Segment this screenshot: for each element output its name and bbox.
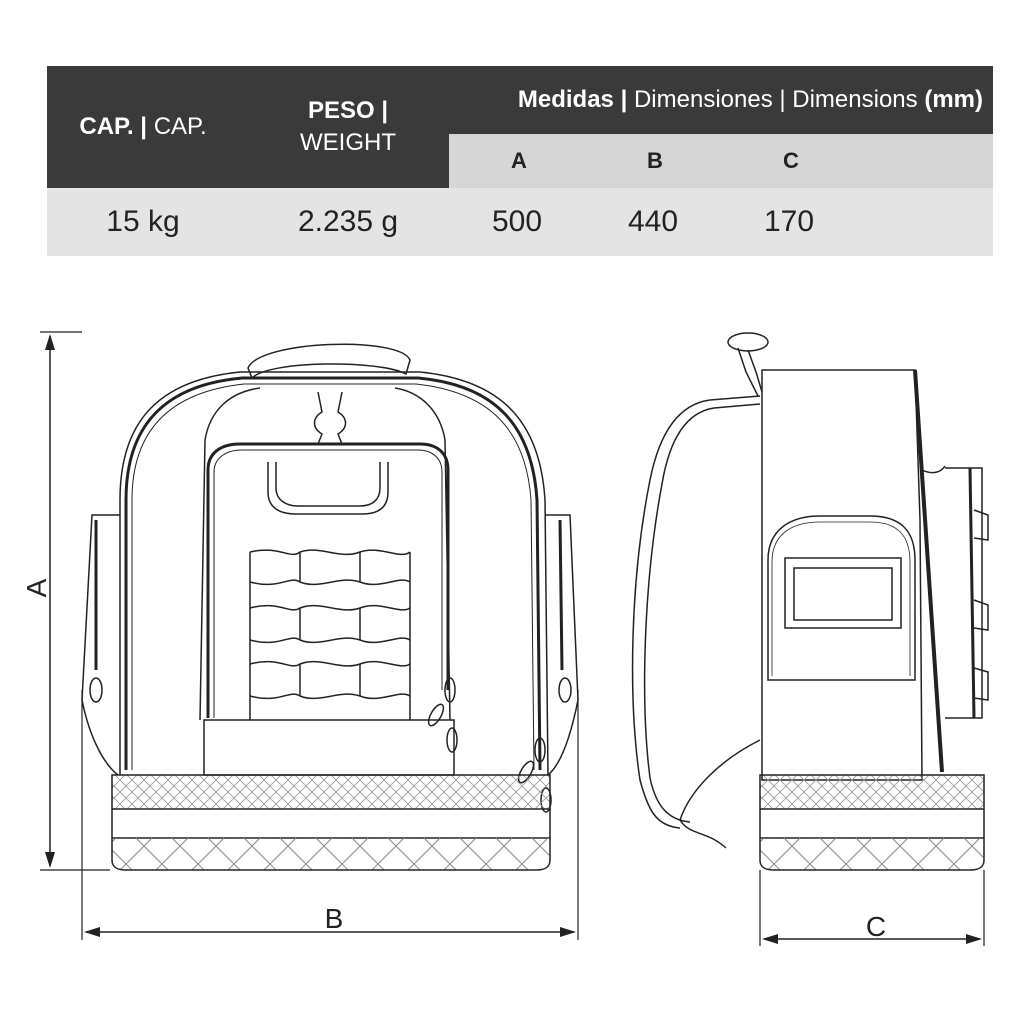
dimensions-header-unit: (mm): [924, 86, 983, 113]
subheader-a: A: [511, 148, 527, 173]
dimension-a-line: A: [21, 331, 110, 871]
dimensions-subheader-row: A B C: [449, 134, 993, 188]
spec-table: CAP. | CAP. PESO | WEIGHT Medidas | Dime…: [47, 66, 993, 256]
values-row: 15 kg 2.235 g 500 440 170: [47, 188, 993, 256]
dimension-c-line: C: [759, 870, 985, 946]
dimensions-header-bold: Medidas: [517, 86, 614, 113]
dimension-c-value: 170: [763, 205, 815, 238]
dimension-b-line: B: [81, 690, 579, 940]
dimension-a-value: 500: [491, 205, 543, 238]
subheader-b: B: [647, 148, 663, 173]
cap-header: CAP. | CAP.: [47, 66, 239, 188]
dimension-c-label: C: [866, 911, 886, 942]
cap-header-bold: CAP.: [79, 113, 134, 140]
dimensions-header-separator: |: [620, 86, 628, 113]
weight-header-light: WEIGHT: [300, 129, 396, 156]
weight-header-bold: PESO |: [307, 97, 389, 124]
backpack-side-view-icon: [631, 332, 989, 871]
header-left-block: CAP. | CAP. PESO | WEIGHT: [47, 66, 449, 188]
cap-header-light: CAP.: [153, 113, 207, 140]
capacity-value: 15 kg: [106, 205, 180, 238]
weight-header: PESO | WEIGHT: [247, 66, 449, 188]
dimension-b-value: 440: [627, 205, 679, 238]
subheader-c: C: [783, 148, 799, 173]
dimension-b-label: B: [325, 903, 344, 934]
cap-header-separator: |: [140, 113, 148, 140]
dimension-a-label: A: [21, 578, 52, 597]
backpack-front-view-icon: [81, 343, 579, 871]
dimensions-header: Medidas | Dimensiones | Dimensions (mm): [449, 66, 993, 134]
weight-value: 2.235 g: [297, 205, 399, 238]
dimensions-header-light: Dimensiones | Dimensions: [633, 86, 918, 113]
